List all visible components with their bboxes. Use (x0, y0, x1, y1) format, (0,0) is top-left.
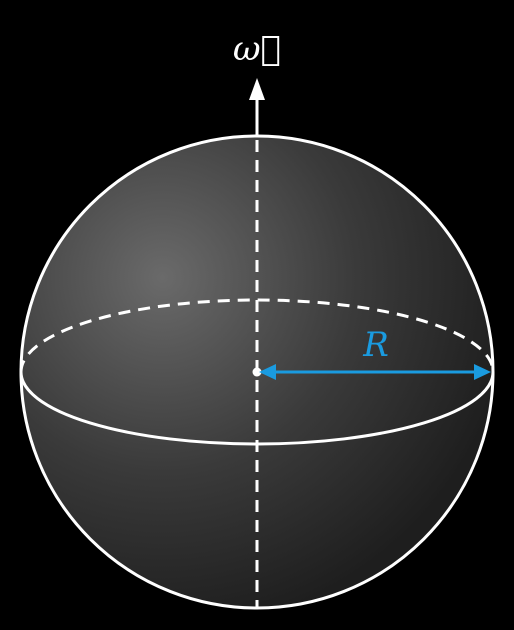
arrow-up-icon (249, 78, 265, 100)
angular-velocity-label: ω⃗ (233, 29, 281, 69)
sphere-center-point (252, 367, 262, 377)
radius-label: R (362, 325, 389, 365)
radius-arrowhead-right (474, 364, 491, 380)
radius-arrowhead-left (259, 364, 276, 380)
equator-back-dashed (19, 298, 495, 373)
